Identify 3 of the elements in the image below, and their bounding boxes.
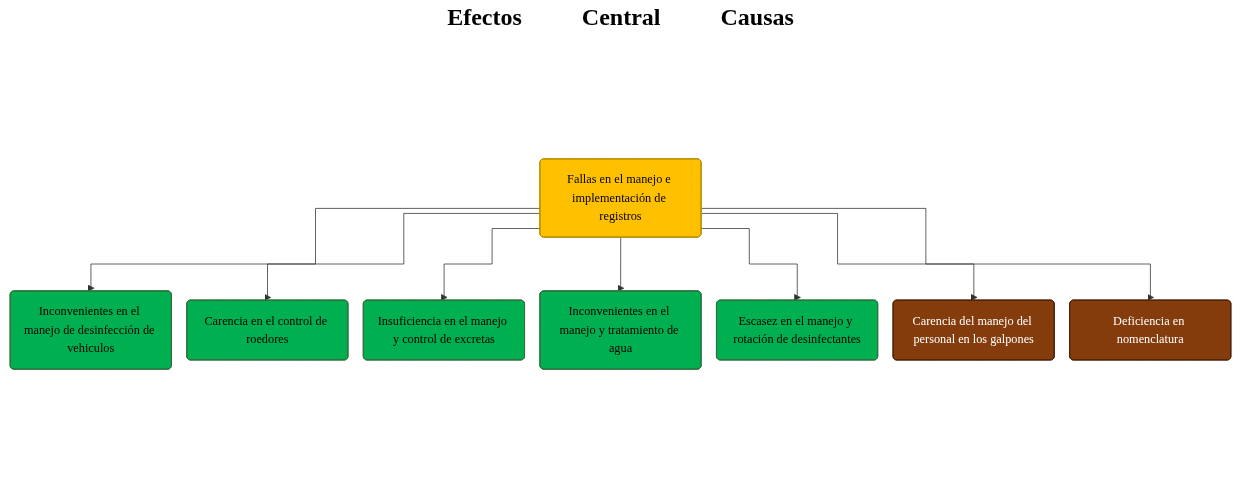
section-heading: Central [581,4,661,31]
section-heading: Causas [720,4,794,31]
section-heading: Efectos [447,4,522,31]
